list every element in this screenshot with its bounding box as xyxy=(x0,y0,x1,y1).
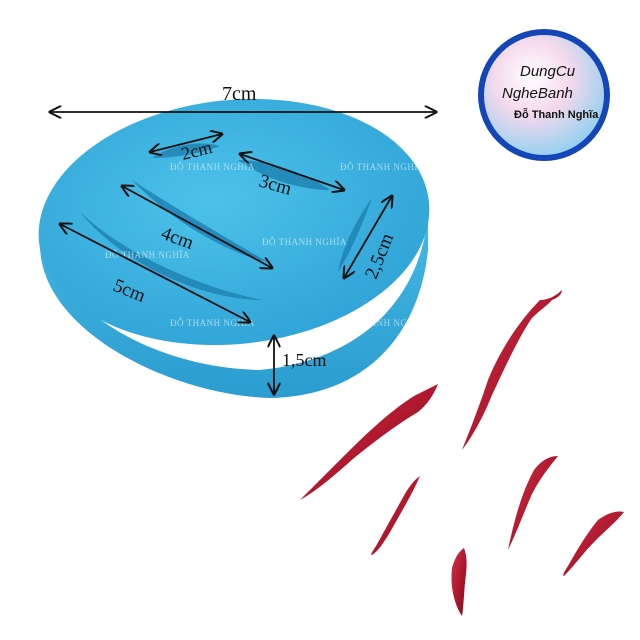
watermark-text: ĐỖ THANH NGHĨA xyxy=(340,161,425,172)
chili-pepper-small-left xyxy=(371,476,420,555)
chili-peppers xyxy=(300,290,624,616)
logo-line-1: DungCu xyxy=(520,63,576,80)
label-width-total: 7cm xyxy=(222,83,257,105)
mold-side xyxy=(40,215,428,398)
brand-logo: DungCu NgheBanh Đỗ Thanh Nghĩa xyxy=(478,29,610,161)
logo-line-2: NgheBanh xyxy=(502,85,573,102)
watermark-text: ĐỖ THANH NGHĨA xyxy=(340,317,425,328)
dimension-arrows xyxy=(50,112,436,394)
watermark-text: NGHĨA xyxy=(32,64,64,74)
arrow-3cm xyxy=(240,154,344,190)
arrow-5cm xyxy=(60,224,250,322)
arrow-2cm xyxy=(150,134,222,152)
label-height: 1,5cm xyxy=(282,350,327,370)
arrow-2-5cm xyxy=(344,196,392,278)
watermark-text: ĐỖ THANH NGHĨA xyxy=(262,236,347,247)
watermark-text: ĐỖ THANH NGHĨA xyxy=(170,161,255,172)
chili-pepper-bottom xyxy=(451,548,467,616)
chili-pepper-curved xyxy=(300,384,438,500)
chili-pepper-large xyxy=(462,290,562,450)
chili-pepper-right xyxy=(563,511,624,576)
logo-line-3: Đỗ Thanh Nghĩa xyxy=(514,108,599,121)
chili-pepper-medium xyxy=(508,456,558,550)
